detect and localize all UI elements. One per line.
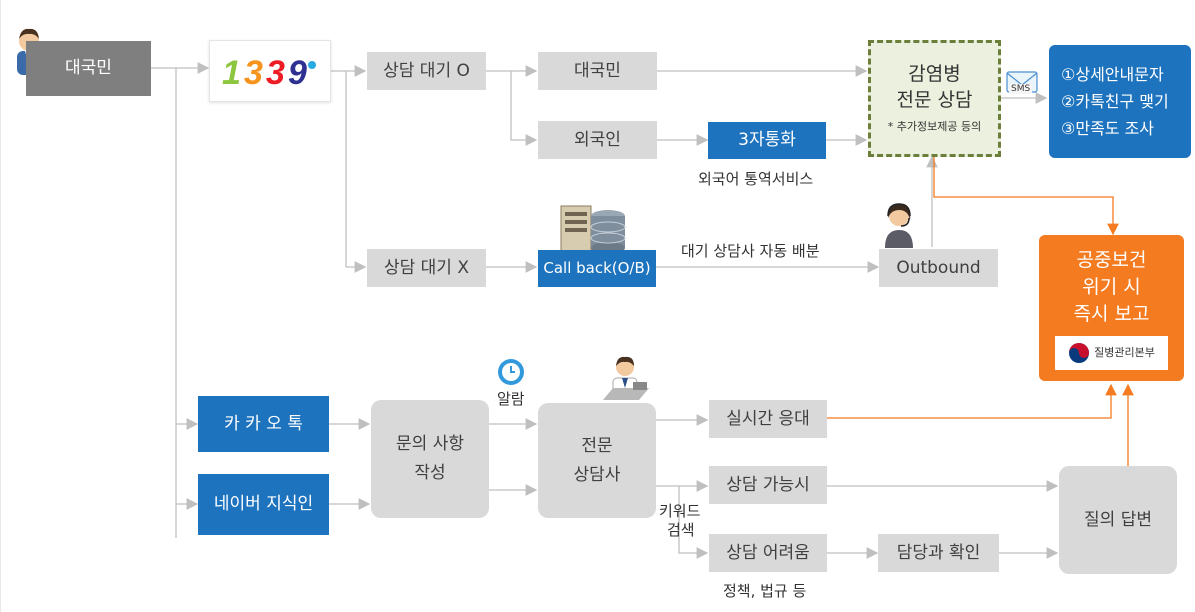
specialist-note: * 추가정보제공 등의	[887, 119, 982, 133]
followup-item: ②카톡친구 맺기	[1061, 92, 1169, 111]
connector-realtime-report	[827, 383, 1117, 419]
svg-text:1: 1	[222, 54, 241, 91]
followups-box: ①상세안내문자 ②카톡친구 맺기 ③만족도 조사	[1049, 45, 1191, 158]
possible-box: 상담 가능시	[709, 466, 827, 504]
source-citizen-box: 대국민	[26, 41, 151, 96]
callback-box: Call back(O/B)	[538, 250, 656, 287]
sms-label: SMS	[1009, 84, 1033, 94]
citizen-box: 대국민	[538, 52, 657, 90]
keyword-line1: 키워드	[659, 502, 701, 520]
counselor-line1: 전문	[581, 435, 613, 456]
inquiry-line1: 문의 사항	[396, 434, 464, 455]
database-server-icon	[559, 200, 629, 262]
counselor-icon	[603, 350, 651, 400]
wait-x-box: 상담 대기 X	[367, 249, 486, 287]
alarm-clock-icon	[495, 357, 527, 387]
policy-note-label: 정책, 법규 등	[723, 582, 807, 600]
followup-item: ③만족도 조사	[1061, 119, 1155, 138]
svg-text:3: 3	[266, 54, 285, 91]
public-health-report-box: 공중보건 위기 시 즉시 보고 질병관리본부	[1039, 235, 1184, 381]
followup-item: ①상세안내문자	[1061, 65, 1164, 84]
report-line3: 즉시 보고	[1073, 303, 1150, 325]
auto-assign-label: 대기 상담사 자동 배분	[681, 242, 820, 260]
report-line1: 공중보건	[1076, 249, 1147, 271]
foreigner-box: 외국인	[538, 121, 657, 159]
counselor-box: 전문 상담사	[538, 403, 656, 518]
kdca-label: 질병관리본부	[1094, 345, 1155, 359]
report-line2: 위기 시	[1082, 276, 1141, 298]
kdca-logo-panel: 질병관리본부	[1055, 336, 1168, 370]
outbound-box: Outbound	[879, 249, 998, 287]
connector-waito-foreigner	[510, 71, 538, 146]
svg-text:9: 9	[288, 54, 307, 91]
three-way-call-box: 3자통화	[708, 122, 826, 159]
interpreter-service-label: 외국어 통역서비스	[698, 170, 814, 188]
headset-agent-icon	[881, 200, 917, 248]
inquiry-box: 문의 사항 작성	[371, 400, 489, 518]
dept-check-box: 담당과 확인	[878, 534, 999, 572]
naver-kin-box: 네이버 지식인	[198, 474, 329, 535]
wait-o-box: 상담 대기 O	[367, 52, 486, 90]
inquiry-line2: 작성	[414, 463, 446, 483]
connector-specialist-report	[933, 157, 1119, 236]
realtime-box: 실시간 응대	[709, 400, 827, 438]
kakaotalk-box: 카 카 오 톡	[198, 396, 329, 452]
specialist-line2: 전문 상담	[896, 89, 973, 112]
infection-specialist-box: 감염병 전문 상담 * 추가정보제공 등의	[868, 40, 1001, 157]
hotline-1339-logo: 1 3 3 9	[209, 40, 331, 102]
alarm-label: 알람	[497, 390, 525, 408]
connector-counselor-difficult	[678, 486, 709, 559]
specialist-line1: 감염병	[908, 63, 961, 86]
answer-box: 질의 답변	[1059, 466, 1177, 574]
kdca-emblem-icon	[1069, 343, 1090, 363]
svg-text:3: 3	[244, 54, 263, 91]
keyword-line2: 검색	[667, 521, 695, 539]
counselor-line2: 상담사	[573, 464, 621, 485]
difficult-box: 상담 어려움	[709, 534, 827, 572]
